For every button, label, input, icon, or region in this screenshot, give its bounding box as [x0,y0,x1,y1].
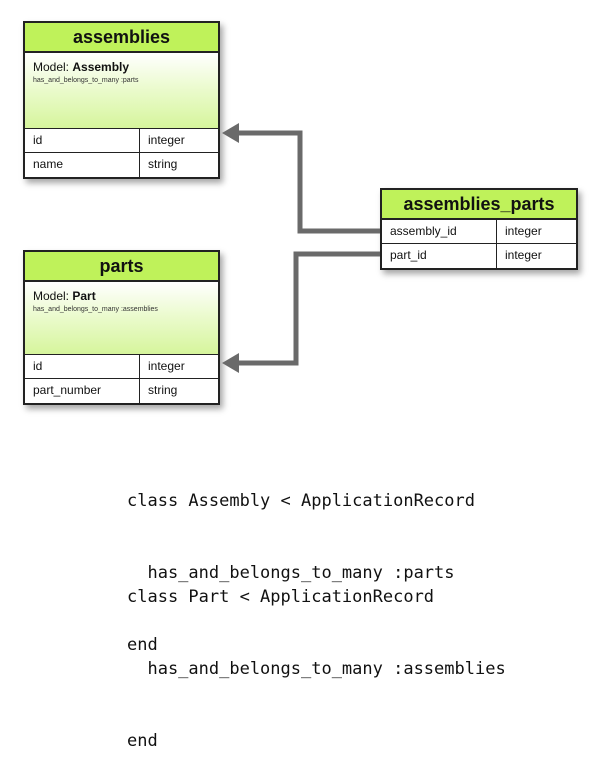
parts-table: parts Model: Part has_and_belongs_to_man… [23,250,220,405]
table-row: id integer [25,129,218,153]
column-name: assembly_id [382,220,497,243]
column-type: integer [505,224,542,238]
assemblies-parts-table: assemblies_parts assembly_id integer par… [380,188,578,270]
code-line: end [127,731,158,751]
part-id-connector [236,251,380,366]
relationship-arrows [222,123,380,373]
assemblies-model-line: Model: Assembly [33,59,210,75]
column-name: id [25,355,140,378]
code-block-part: class Part < ApplicationRecord has_and_b… [127,537,506,777]
code-line: has_and_belongs_to_many :assemblies [127,659,506,679]
column-type: integer [505,248,542,262]
code-line: has_and_belongs_to_many :parts [127,563,455,583]
model-name: Assembly [72,60,130,74]
model-name: Part [72,289,96,303]
assembly-id-connector [236,130,380,234]
table-row: part_number string [25,379,218,403]
code-line: class Part < ApplicationRecord [127,587,435,607]
table-row: id integer [25,355,218,379]
assemblies-table: assemblies Model: Assembly has_and_belon… [23,21,220,179]
part-id-arrowhead-icon [222,353,239,373]
parts-model-line: Model: Part [33,288,210,304]
column-type: integer [148,359,185,373]
code-block-assembly: class Assembly < ApplicationRecord has_a… [127,441,475,681]
model-label: Model: [33,289,73,303]
code-line: class Assembly < ApplicationRecord [127,491,475,511]
parts-association: has_and_belongs_to_many :assemblies [33,306,158,313]
column-type: integer [148,133,185,147]
column-type: string [148,383,178,397]
column-type: string [148,157,178,171]
assemblies-parts-table-title: assemblies_parts [382,190,576,220]
assemblies-association: has_and_belongs_to_many :parts [33,77,139,84]
table-row: part_id integer [382,244,576,268]
parts-model-box: Model: Part has_and_belongs_to_many :ass… [25,282,218,355]
assembly-id-arrowhead-icon [222,123,239,143]
column-name: part_number [25,379,140,403]
parts-table-title: parts [25,252,218,282]
assemblies-table-title: assemblies [25,23,218,53]
table-row: name string [25,153,218,177]
model-label: Model: [33,60,73,74]
table-row: assembly_id integer [382,220,576,244]
column-name: id [25,129,140,152]
column-name: name [25,153,140,177]
assemblies-model-box: Model: Assembly has_and_belongs_to_many … [25,53,218,129]
column-name: part_id [382,244,497,268]
